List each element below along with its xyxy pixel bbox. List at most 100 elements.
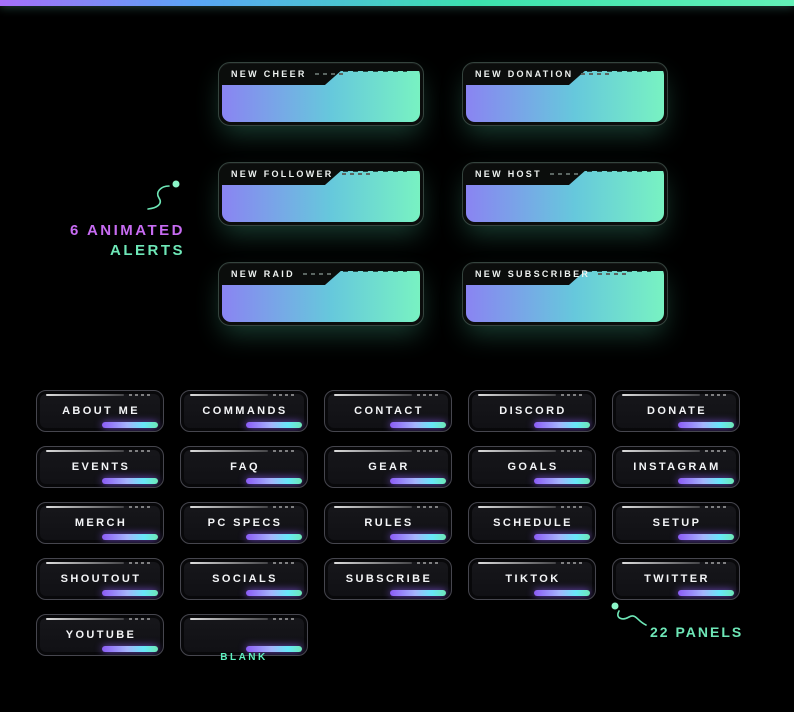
panel-label: SHOUTOUT <box>60 573 142 585</box>
panel-gradient-swoosh <box>678 590 734 596</box>
panel-label: COMMANDS <box>202 405 288 417</box>
panel-label: ABOUT ME <box>62 405 140 417</box>
panel-top-line <box>478 450 557 452</box>
panel-gradient-swoosh <box>102 534 158 540</box>
panel-gradient-swoosh <box>246 478 302 484</box>
swirl-doodle-icon <box>147 180 180 210</box>
alert-dash-line <box>341 173 372 175</box>
top-gradient-bar <box>0 0 794 6</box>
alerts-word-text: ALERTS <box>110 242 185 260</box>
alert-title: NEW SUBSCRIBER <box>475 269 591 279</box>
panel-dashes <box>705 506 729 508</box>
panel-gradient-swoosh <box>246 422 302 428</box>
alert-dash-line <box>598 273 629 275</box>
panel-label: DISCORD <box>499 405 567 417</box>
panel-dashes <box>273 562 297 564</box>
alerts-grid: NEW CHEER NEW DONATION NEW FOLLOWER <box>218 62 668 326</box>
panel-gradient-swoosh <box>102 422 158 428</box>
panel-dashes <box>561 506 585 508</box>
blank-panel-caption: BLANK <box>220 652 268 663</box>
panel-top-line <box>334 562 413 564</box>
panel-gradient-swoosh <box>102 590 158 596</box>
panel-dashes <box>273 618 297 620</box>
panel-dashes <box>273 394 297 396</box>
panel-dashes <box>129 562 153 564</box>
panel-dashes <box>705 394 729 396</box>
alert-tick-marks <box>343 270 407 272</box>
alert-preview-new-donation: NEW DONATION <box>462 62 668 126</box>
panel-gradient-swoosh <box>102 646 158 652</box>
alert-dash-line <box>581 73 612 75</box>
panel-events: EVENTS <box>36 446 164 488</box>
panel-top-line <box>622 562 701 564</box>
panel-shoutout: SHOUTOUT <box>36 558 164 600</box>
panel-top-line <box>334 450 413 452</box>
panel-dashes <box>561 450 585 452</box>
swirl-doodle-icon <box>611 602 647 626</box>
panel-top-line <box>190 618 269 620</box>
panel-top-line <box>190 562 269 564</box>
alert-title: NEW FOLLOWER <box>231 169 334 179</box>
panel-label: INSTAGRAM <box>633 461 721 473</box>
panel-top-line <box>46 394 125 396</box>
panel-dashes <box>561 394 585 396</box>
panel-label: DONATE <box>646 405 708 417</box>
alert-dash-line <box>314 73 345 75</box>
alert-title: NEW RAID <box>231 269 295 279</box>
panel-top-line <box>46 450 125 452</box>
panel-gradient-swoosh <box>534 534 590 540</box>
panel-top-line <box>334 394 413 396</box>
panel-instagram: INSTAGRAM <box>612 446 740 488</box>
panel-gradient-swoosh <box>534 422 590 428</box>
alert-preview-new-cheer: NEW CHEER <box>218 62 424 126</box>
panel-goals: GOALS <box>468 446 596 488</box>
panel-rules: RULES <box>324 502 452 544</box>
panel-dashes <box>129 394 153 396</box>
panel-schedule: SCHEDULE <box>468 502 596 544</box>
panel-dashes <box>129 618 153 620</box>
panel-dashes <box>705 450 729 452</box>
panel-dashes <box>561 562 585 564</box>
alert-header: NEW RAID <box>231 269 333 279</box>
panel-top-line <box>478 506 557 508</box>
panel-gradient-swoosh <box>390 534 446 540</box>
panel-gear: GEAR <box>324 446 452 488</box>
panel-donate: DONATE <box>612 390 740 432</box>
panel-socials: SOCIALS <box>180 558 308 600</box>
panel-merch: MERCH <box>36 502 164 544</box>
alert-header: NEW DONATION <box>475 69 612 79</box>
alert-header: NEW SUBSCRIBER <box>475 269 629 279</box>
alerts-section-heading: 6 ANIMATED ALERTS <box>40 221 185 262</box>
panel-gradient-swoosh <box>246 646 302 652</box>
panel-label: SOCIALS <box>212 573 278 585</box>
alert-title: NEW HOST <box>475 169 542 179</box>
panel-top-line <box>190 394 269 396</box>
panel-gradient-swoosh <box>678 422 734 428</box>
panel-label: EVENTS <box>71 461 131 473</box>
panel-label: GEAR <box>368 461 410 473</box>
panel-pc-specs: PC SPECS <box>180 502 308 544</box>
alert-preview-new-follower: NEW FOLLOWER <box>218 162 424 226</box>
panel-gradient-swoosh <box>246 590 302 596</box>
alert-title: NEW DONATION <box>475 69 574 79</box>
panel-dashes <box>417 450 441 452</box>
panel-gradient-swoosh <box>390 478 446 484</box>
panel-top-line <box>190 450 269 452</box>
panel-setup: SETUP <box>612 502 740 544</box>
alert-tick-marks <box>343 70 407 72</box>
alert-dash-line <box>302 273 333 275</box>
alert-tick-marks <box>343 170 407 172</box>
panel-gradient-swoosh <box>534 590 590 596</box>
alert-preview-new-raid: NEW RAID <box>218 262 424 326</box>
panel-label: TWITTER <box>644 573 710 585</box>
panel-label: SETUP <box>652 517 702 529</box>
panel-label: MERCH <box>74 517 128 529</box>
panel-top-line <box>622 450 701 452</box>
panel-label: PC SPECS <box>207 517 283 529</box>
panel-gradient-swoosh <box>678 534 734 540</box>
panel-contact: CONTACT <box>324 390 452 432</box>
panel-dashes <box>273 450 297 452</box>
panel-top-line <box>478 394 557 396</box>
panel-dashes <box>417 506 441 508</box>
panel-discord: DISCORD <box>468 390 596 432</box>
